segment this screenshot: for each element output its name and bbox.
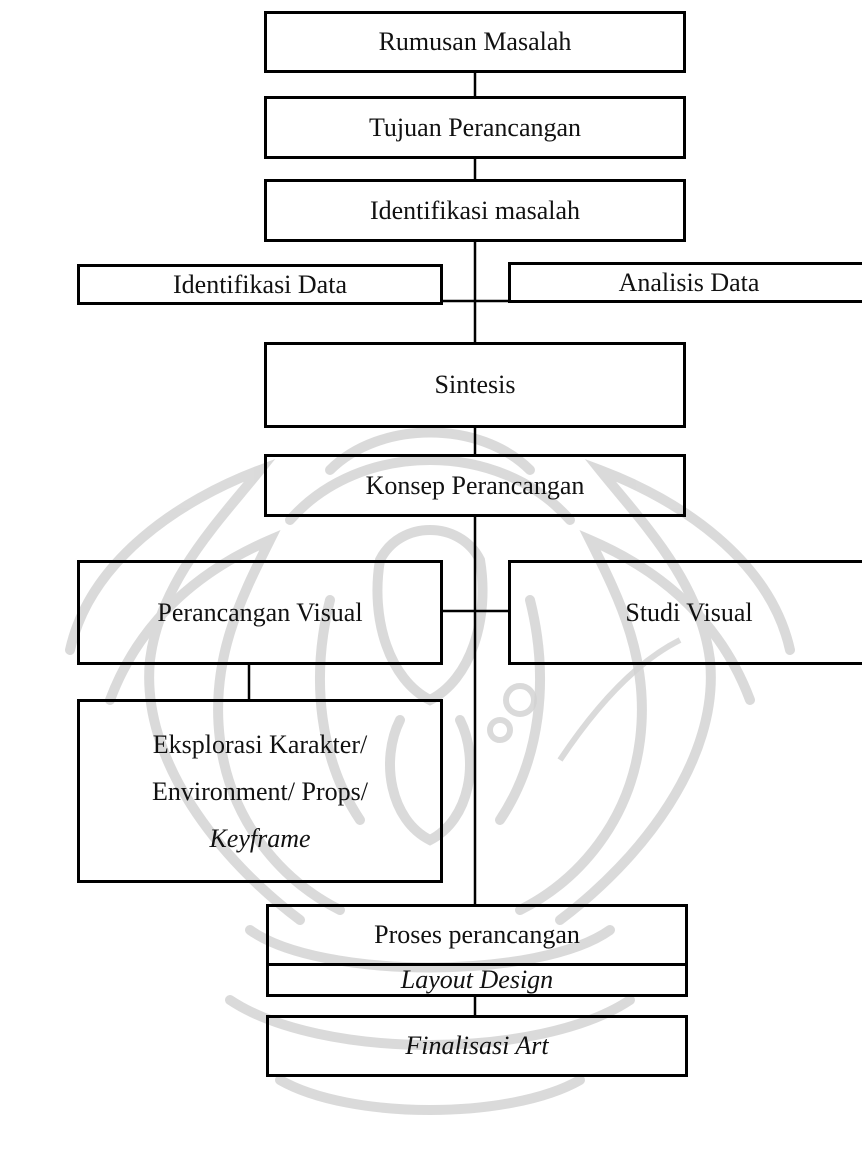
- node-perancangan-visual: Perancangan Visual: [77, 560, 443, 665]
- node-label: Identifikasi masalah: [369, 195, 581, 225]
- node-label: Konsep Perancangan: [365, 470, 585, 500]
- node-studi-visual: Studi Visual: [508, 560, 862, 665]
- node-tujuan-perancangan: Tujuan Perancangan: [264, 96, 686, 159]
- node-rumusan-masalah: Rumusan Masalah: [264, 11, 686, 73]
- node-label: Analisis Data: [618, 267, 760, 297]
- node-label: Proses perancangan: [374, 920, 580, 949]
- node-label: Tujuan Perancangan: [368, 112, 582, 142]
- node-label: Finalisasi Art: [405, 1031, 549, 1060]
- node-label: Identifikasi Data: [173, 269, 347, 299]
- node-eksplorasi: Eksplorasi Karakter/ Environment/ Props/…: [77, 699, 443, 883]
- node-proses-perancangan: Proses perancangan: [266, 904, 688, 966]
- node-identifikasi-masalah: Identifikasi masalah: [264, 179, 686, 242]
- node-label: Studi Visual: [625, 597, 753, 627]
- node-label-line-3: Keyframe: [209, 823, 311, 853]
- node-label: Rumusan Masalah: [378, 27, 572, 56]
- node-label: Sintesis: [434, 370, 516, 399]
- node-label: Layout Design: [400, 965, 554, 994]
- node-label-line-1: Eksplorasi Karakter/: [152, 729, 368, 759]
- node-finalisasi-art: Finalisasi Art: [266, 1015, 688, 1077]
- node-analisis-data: Analisis Data: [508, 262, 862, 303]
- node-sintesis: Sintesis: [264, 342, 686, 428]
- node-label-line-2: Environment/ Props/: [152, 776, 368, 806]
- node-konsep-perancangan: Konsep Perancangan: [264, 454, 686, 517]
- node-identifikasi-data: Identifikasi Data: [77, 264, 443, 305]
- node-label: Perancangan Visual: [157, 597, 363, 627]
- node-layout-design: Layout Design: [266, 963, 688, 997]
